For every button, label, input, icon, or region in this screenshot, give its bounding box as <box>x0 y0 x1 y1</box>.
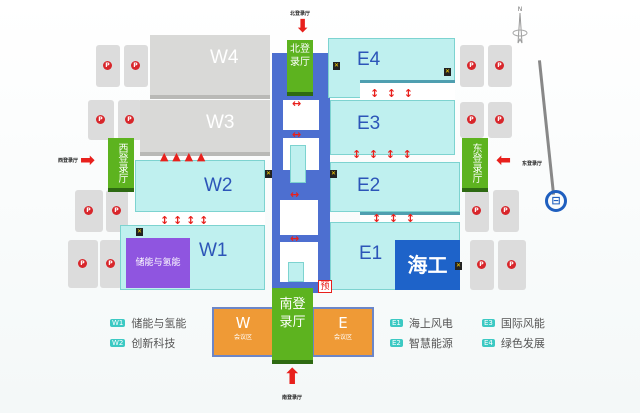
zone-storage-hydrogen[interactable]: 储能与氢能 <box>126 238 190 288</box>
compass-icon: N <box>512 6 528 46</box>
hall-label: W1 <box>199 240 228 261</box>
legend-tag: E1 <box>390 319 403 327</box>
entrance-arrow-icon: ⬆ <box>283 365 302 390</box>
parking-lot: P <box>118 100 142 140</box>
south-entrance-label: 南登录厅 <box>282 395 303 401</box>
legend-item: E3 国际风能 <box>482 315 545 331</box>
legend-east-2: E3 国际风能 E4 绿色发展 <box>482 315 545 351</box>
parking-lot: P <box>470 240 494 290</box>
parking-lot: P <box>75 190 103 232</box>
hall-e2: E2 <box>330 162 460 212</box>
meeting-sub: 会议区 <box>333 334 352 341</box>
meeting-title: W <box>235 314 251 332</box>
legend-tag: W1 <box>110 319 126 327</box>
parking-lot: P <box>124 45 148 87</box>
double-arrow-icon: ↔ <box>292 128 302 141</box>
metro-icon: ⊟ <box>545 190 567 212</box>
parking-lot: P <box>465 190 489 232</box>
north-entrance-label: 北登录厅 <box>290 11 311 17</box>
parking-lot: P <box>106 190 128 232</box>
parking-lot: P <box>96 45 120 87</box>
restroom-icon: ✕ <box>265 170 272 178</box>
legend-tag: E3 <box>482 319 495 327</box>
hall-w4: W4 <box>150 35 270 95</box>
restroom-icon: ✕ <box>136 228 143 236</box>
parking-lot: P <box>100 240 122 288</box>
hall-gap <box>150 212 265 226</box>
parking-lot: P <box>88 100 114 140</box>
restroom-icon: ✕ <box>330 170 337 178</box>
hall-w2: W2 <box>135 160 265 212</box>
entrance-arrow-icon: ➡ <box>80 150 96 171</box>
hall-w3: W3 <box>140 100 270 152</box>
south-hall-label: 录厅 <box>279 315 306 330</box>
double-arrow-icon: ▲ ▲ ▲ ▲ <box>160 150 206 163</box>
entrance-arrow-icon: ⬅ <box>496 150 512 171</box>
double-arrow-icon: ↔ <box>290 232 300 245</box>
corridor-courtyard <box>283 100 319 130</box>
entrance-arrow-icon: ⬇ <box>295 16 311 37</box>
legend-text: 海上风电 <box>408 317 453 330</box>
legend-item: W1 储能与氢能 <box>110 315 186 331</box>
parking-lot: P <box>488 102 512 138</box>
legend-east-1: E1 海上风电 E2 智慧能源 <box>390 315 453 351</box>
legend-tag: W2 <box>110 339 126 347</box>
hall-label: E4 <box>357 49 381 70</box>
corridor-courtyard <box>280 200 318 235</box>
south-registration-hall[interactable]: 南登 录厅 <box>272 288 313 364</box>
hall-label: E3 <box>357 113 381 134</box>
zone-offshore[interactable]: 海工 <box>395 240 460 290</box>
hall-label: W4 <box>210 47 239 68</box>
north-registration-hall[interactable]: 北登 录厅 <box>287 40 313 96</box>
legend-item: W2 创新科技 <box>110 335 186 351</box>
double-arrow-icon: ↕ ↕ ↕ ↕ <box>160 214 209 227</box>
parking-lot: P <box>488 45 512 87</box>
legend-text: 国际风能 <box>500 317 545 330</box>
road <box>537 60 556 195</box>
meeting-title: E <box>338 314 348 332</box>
double-arrow-icon: ↔ <box>290 188 300 201</box>
legend-text: 智慧能源 <box>408 337 453 350</box>
legend-text: 创新科技 <box>131 337 176 350</box>
legend-text: 储能与氢能 <box>131 317 187 330</box>
parking-lot: P <box>460 102 484 138</box>
double-arrow-icon: ↔ <box>292 97 302 110</box>
parking-lot: P <box>68 240 98 288</box>
e-meeting-area[interactable]: E 会议区 <box>312 307 374 357</box>
corridor-pavilion <box>288 262 304 282</box>
meeting-sub: 会议区 <box>233 334 252 341</box>
legend-tag: E2 <box>390 339 403 347</box>
compass-label: N <box>517 6 523 13</box>
hall-label: W3 <box>206 112 235 133</box>
south-hall-label: 南登 <box>279 297 306 312</box>
corridor-pavilion <box>290 145 306 183</box>
hall-gap <box>360 80 455 100</box>
legend-west: W1 储能与氢能 W2 创新科技 <box>110 315 186 351</box>
parking-lot: P <box>498 240 526 290</box>
legend-item: E2 智慧能源 <box>390 335 453 351</box>
west-registration-hall[interactable]: 西登录厅 <box>108 138 134 192</box>
parking-lot: P <box>460 45 484 87</box>
w-meeting-area[interactable]: W 会议区 <box>212 307 274 357</box>
pre-registration-sign: 预 <box>318 280 332 293</box>
hall-label: W2 <box>204 175 233 196</box>
double-arrow-icon: ↕ ↕ ↕ <box>372 212 415 225</box>
restroom-icon: ✕ <box>455 262 462 270</box>
hall-e3: E3 <box>330 100 455 155</box>
east-entrance-label: 东登录厅 <box>522 161 543 167</box>
hall-label: E2 <box>357 175 381 196</box>
hall-gap <box>360 212 460 224</box>
legend-tag: E4 <box>482 339 495 347</box>
double-arrow-icon: ↕ ↕ ↕ <box>370 87 413 100</box>
west-entrance-label: 西登录厅 <box>58 158 79 164</box>
restroom-icon: ✕ <box>333 62 340 70</box>
restroom-icon: ✕ <box>444 68 451 76</box>
east-registration-hall[interactable]: 东登录厅 <box>462 138 488 192</box>
hall-label: E1 <box>359 243 383 264</box>
legend-text: 绿色发展 <box>500 337 545 350</box>
legend-item: E4 绿色发展 <box>482 335 545 351</box>
double-arrow-icon: ↕ ↕ ↕ ↕ <box>352 148 412 161</box>
legend-item: E1 海上风电 <box>390 315 453 331</box>
parking-lot: P <box>493 190 519 232</box>
